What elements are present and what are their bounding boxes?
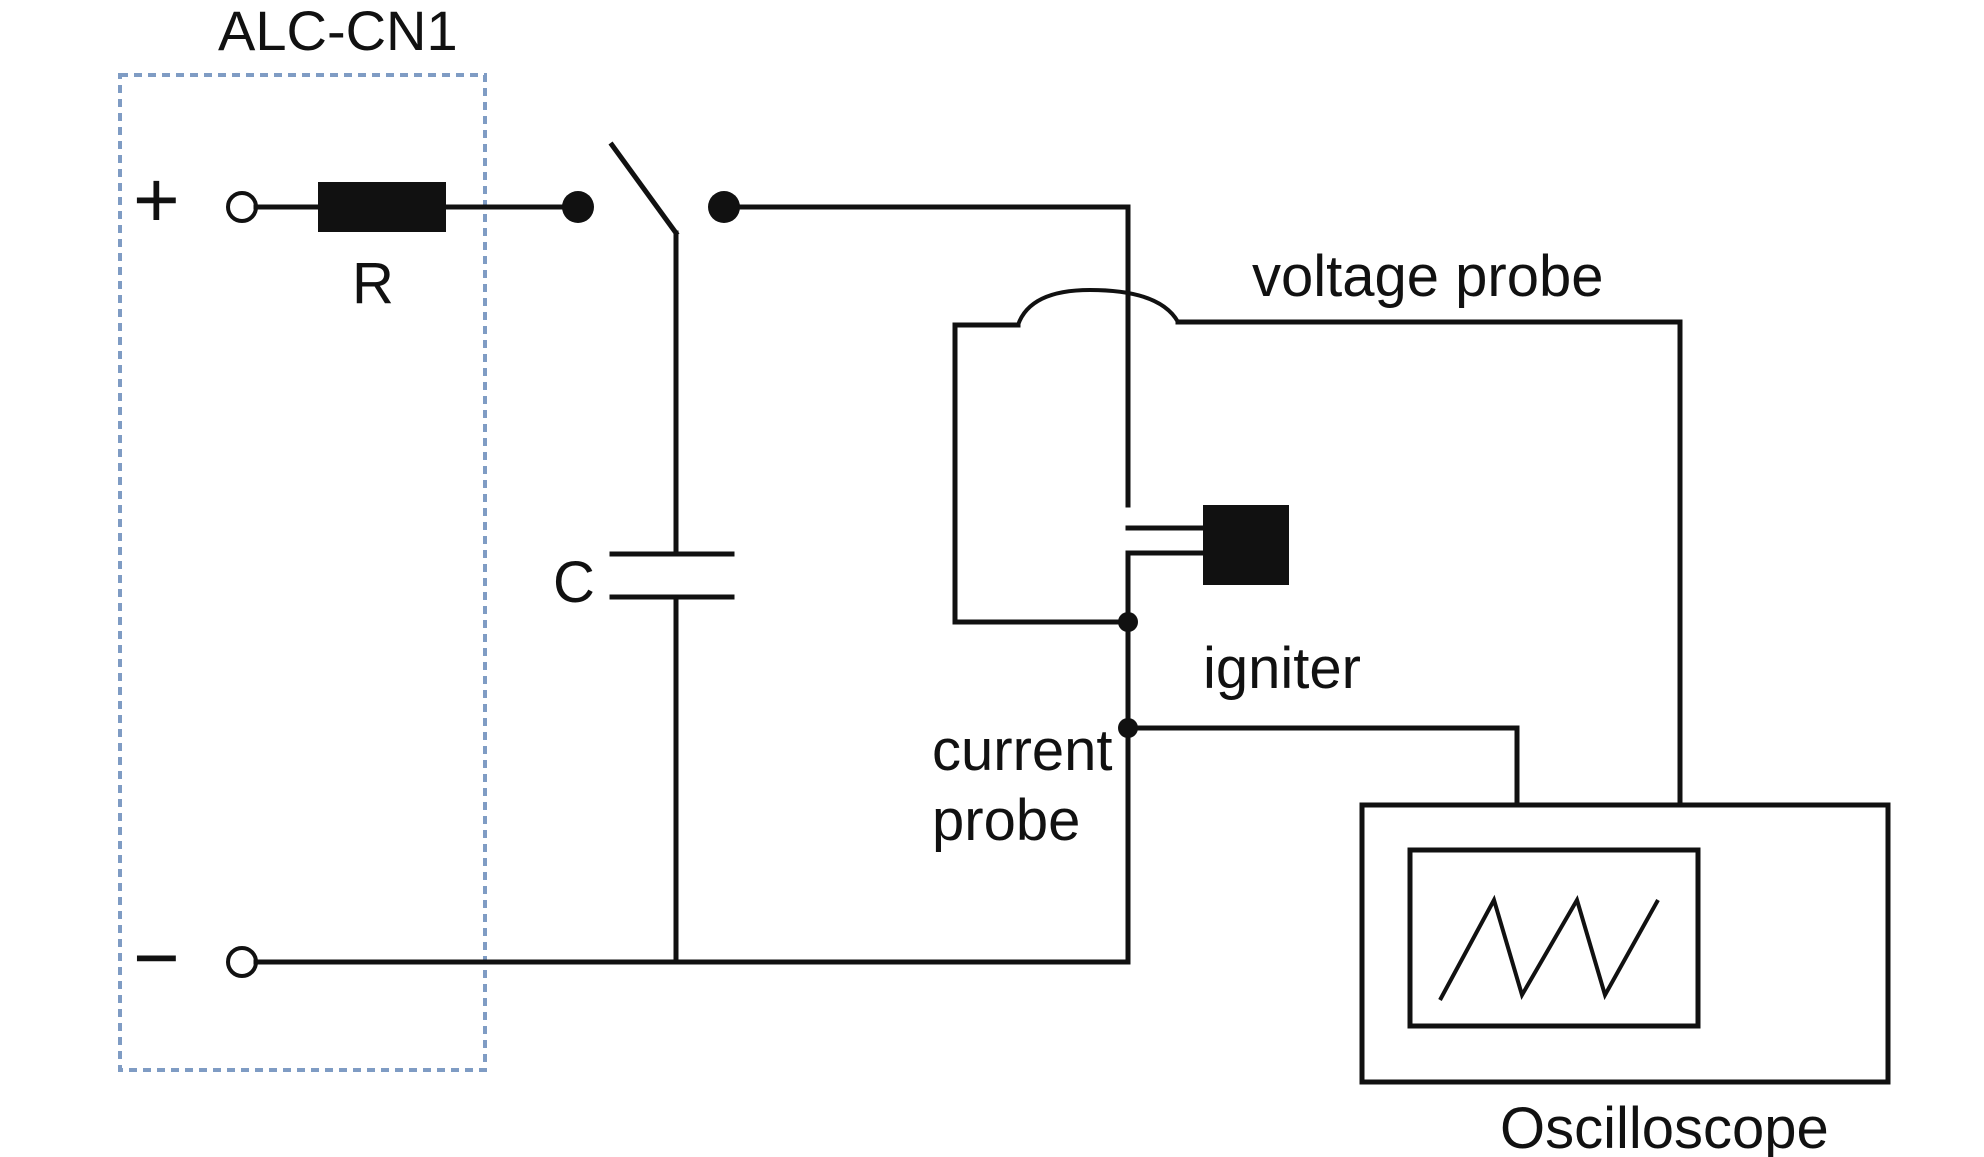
minus-sign: − <box>133 913 180 1002</box>
alc-cn1-title: ALC-CN1 <box>218 0 458 62</box>
voltage-probe-label: voltage probe <box>1252 244 1603 309</box>
oscilloscope-waveform <box>1438 894 1660 1001</box>
current-probe-label-line1: current <box>932 718 1113 783</box>
igniter-lead-bottom <box>1125 550 1208 731</box>
current-probe-label-line2: probe <box>932 788 1080 853</box>
voltage-probe-crossover <box>1016 287 1180 326</box>
capacitor-label: C <box>553 550 595 615</box>
igniter <box>1203 505 1289 585</box>
current-probe-lead <box>1125 725 1520 808</box>
voltage-probe-node <box>1118 612 1138 632</box>
resistor-label: R <box>352 251 394 316</box>
plus-terminal <box>226 191 258 223</box>
switch-blade <box>608 141 680 237</box>
alc-cn1-enclosure <box>118 73 487 1072</box>
voltage-probe-lead <box>1175 319 1683 808</box>
wire-switch-to-igniter <box>721 204 1131 508</box>
oscilloscope <box>1359 802 1891 1085</box>
igniter-label: igniter <box>1203 636 1361 701</box>
plus-sign: + <box>133 155 180 244</box>
oscilloscope-screen <box>1407 847 1701 1029</box>
resistor <box>318 182 446 232</box>
switch-left-contact <box>562 191 594 223</box>
minus-terminal <box>226 946 258 978</box>
voltage-probe-loop <box>952 322 1131 625</box>
oscilloscope-label: Oscilloscope <box>1500 1096 1829 1157</box>
